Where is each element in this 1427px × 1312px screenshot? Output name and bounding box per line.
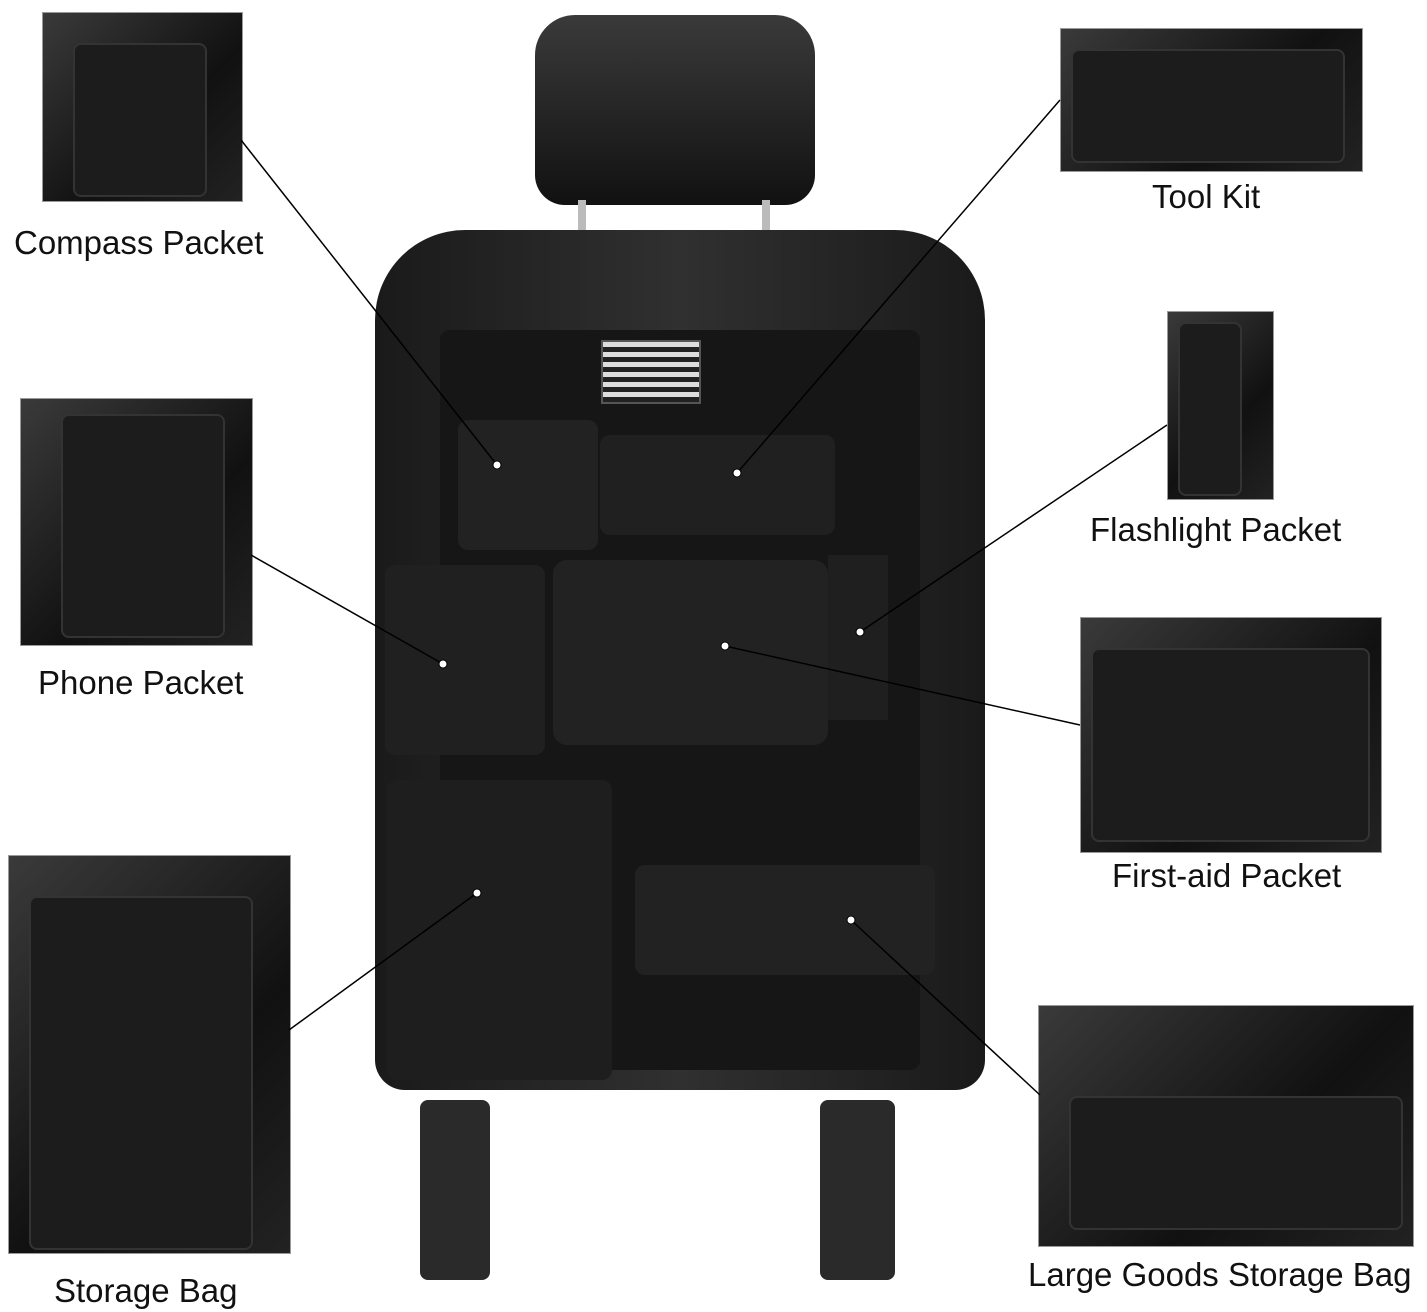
storage-bag-leader-line: [288, 892, 478, 1031]
flashlight-leader-line: [859, 424, 1168, 633]
compass-marker: [492, 460, 502, 470]
seat-leg: [820, 1100, 895, 1280]
tool-kit-pouch: [600, 435, 835, 535]
flashlight-packet-label: Flashlight Packet: [1090, 511, 1342, 548]
large-goods-marker: [846, 915, 856, 925]
compass-packet-inset: [42, 12, 243, 202]
first-aid-packet-label: First-aid Packet: [1112, 857, 1342, 894]
storage-bag-pouch: [387, 780, 612, 1080]
large-goods-storage-bag-label: Large Goods Storage Bag: [1028, 1256, 1412, 1293]
headrest-post: [578, 200, 586, 240]
phone-marker: [438, 659, 448, 669]
first-aid-leader-line: [724, 645, 1081, 726]
headrest: [535, 15, 815, 205]
flashlight-marker: [855, 627, 865, 637]
seat-leg: [420, 1100, 490, 1280]
storage-bag-marker: [472, 888, 482, 898]
compass-pouch: [458, 420, 598, 550]
tool-kit-inset: [1060, 28, 1363, 172]
phone-packet-label: Phone Packet: [38, 664, 244, 701]
large-goods-leader-line: [850, 919, 1041, 1096]
flashlight-pouch: [828, 555, 888, 720]
tool-kit-marker: [732, 468, 742, 478]
tool-kit-label: Tool Kit: [1152, 178, 1261, 215]
first-aid-pouch: [553, 560, 828, 745]
first-aid-packet-inset: [1080, 617, 1382, 853]
tool-kit-leader-line: [736, 99, 1061, 474]
storage-bag-inset: [8, 855, 291, 1254]
phone-pouch: [385, 565, 545, 755]
compass-leader-line: [240, 139, 498, 466]
phone-leader-line: [250, 554, 444, 665]
large-goods-storage-bag-inset: [1038, 1005, 1414, 1247]
flashlight-packet-inset: [1167, 311, 1274, 500]
flag-patch: [601, 340, 701, 404]
first-aid-marker: [720, 641, 730, 651]
phone-packet-inset: [20, 398, 253, 646]
large-goods-pouch: [635, 865, 935, 975]
compass-packet-label: Compass Packet: [14, 224, 264, 261]
storage-bag-label: Storage Bag: [54, 1272, 238, 1309]
headrest-post: [762, 200, 770, 240]
